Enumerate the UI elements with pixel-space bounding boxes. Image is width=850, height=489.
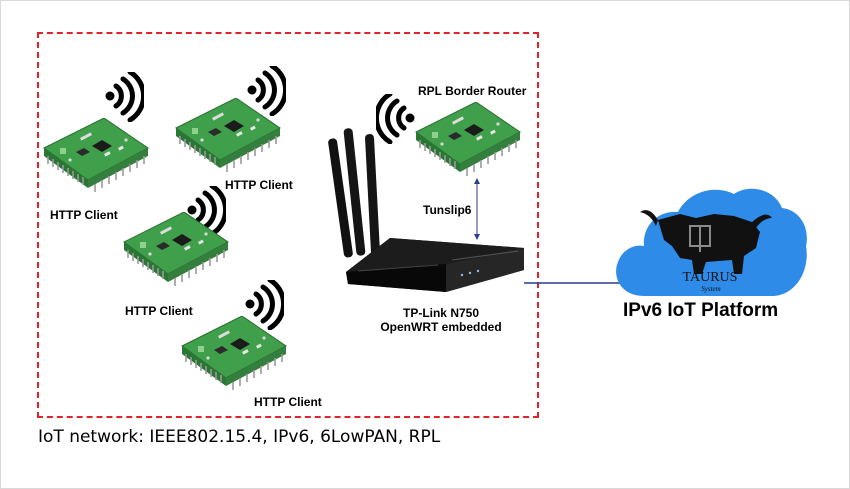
client-1-label: HTTP Client xyxy=(50,208,118,222)
router-cloud-link xyxy=(524,282,620,284)
logo-brand-text: TAURUS xyxy=(683,270,738,285)
wifi-signal-icon xyxy=(104,72,144,122)
tunslip-link xyxy=(474,178,480,240)
border-router-label: RPL Border Router xyxy=(418,84,527,98)
iot-network-boundary xyxy=(37,32,539,418)
sensor-board-icon xyxy=(175,98,281,173)
cloud-icon: TAURUS System xyxy=(616,188,807,296)
platform-label: IPv6 IoT Platform xyxy=(623,300,779,321)
router-icon xyxy=(328,128,524,292)
sensor-board-icon xyxy=(181,316,287,391)
router-label-line2: OpenWRT embedded xyxy=(380,320,502,334)
router-label: TP-Link N750 OpenWRT embedded xyxy=(378,306,504,334)
client-4-label: HTTP Client xyxy=(254,395,322,409)
sensor-board-icon xyxy=(123,212,229,287)
client-2-label: HTTP Client xyxy=(225,178,293,192)
router-label-line1: TP-Link N750 xyxy=(402,306,480,320)
tunslip-label: Tunslip6 xyxy=(423,203,472,217)
logo-sub-text: System xyxy=(701,285,720,293)
sensor-board-icon xyxy=(43,118,149,193)
network-caption: IoT network: IEEE802.15.4, IPv6, 6LowPAN… xyxy=(38,427,441,447)
bull-logo-icon xyxy=(640,210,772,274)
client-3-label: HTTP Client xyxy=(125,304,193,318)
